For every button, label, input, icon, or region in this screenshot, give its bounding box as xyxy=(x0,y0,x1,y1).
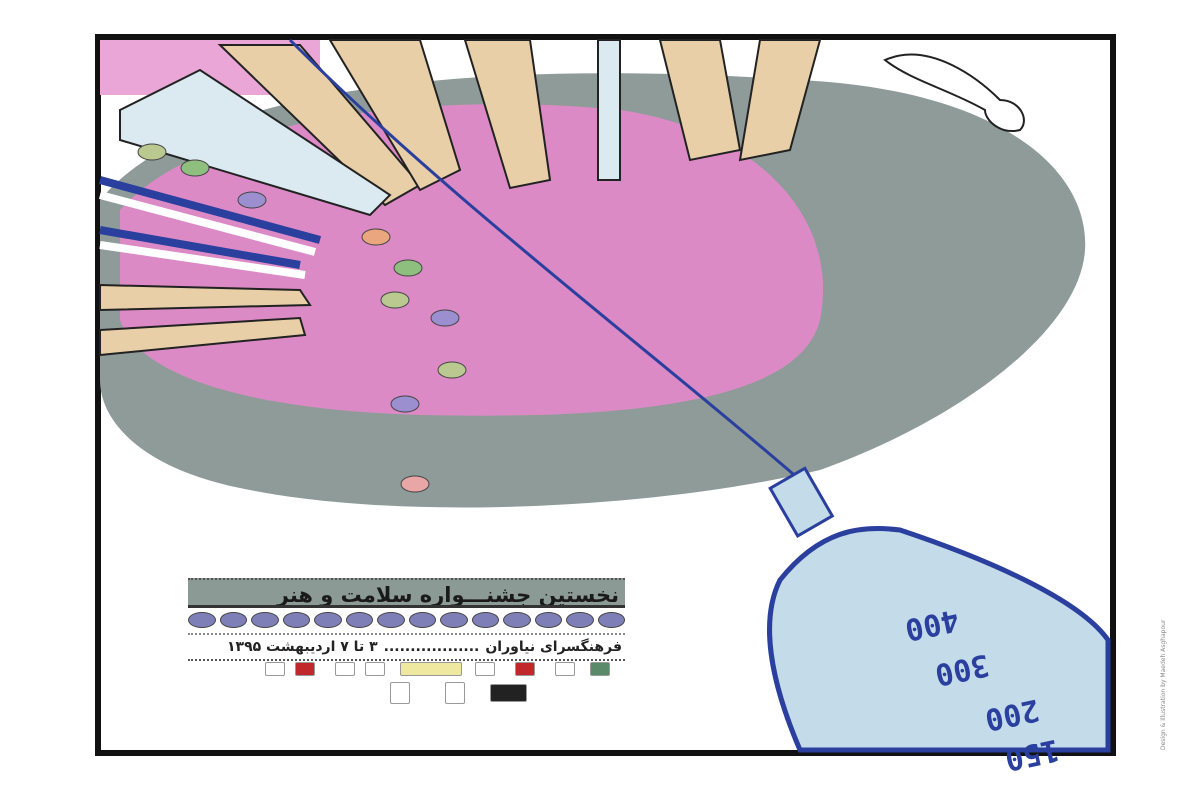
pill-icon xyxy=(377,612,405,628)
sponsor-logo xyxy=(445,682,465,704)
sponsor-logo xyxy=(400,662,462,676)
sponsor-logo xyxy=(515,662,535,676)
pill-icon xyxy=(503,612,531,628)
pill-icon xyxy=(314,612,342,628)
pill-icon xyxy=(188,612,216,628)
pill-icon xyxy=(471,612,499,628)
pill-icon xyxy=(408,612,436,628)
pill-icon xyxy=(251,612,279,628)
sponsor-logo xyxy=(475,662,495,676)
pill-icon xyxy=(282,612,310,628)
sponsor-logo xyxy=(365,662,385,676)
sponsor-logo xyxy=(265,662,285,676)
pill-icon xyxy=(566,612,594,628)
syringe-needle-top xyxy=(597,39,621,181)
sponsor-logo xyxy=(335,662,355,676)
cat-icon xyxy=(883,53,1025,132)
event-info: فرهنگسرای نیاوران..................۳ تا … xyxy=(188,633,625,661)
sponsor-logo xyxy=(490,684,527,702)
syringe xyxy=(767,466,1111,753)
pill-icon xyxy=(440,612,468,628)
sponsor-logo xyxy=(390,682,410,704)
venue: فرهنگسرای نیاوران xyxy=(485,639,622,655)
pills xyxy=(137,143,467,493)
striped-socks xyxy=(98,176,322,279)
festival-title: نخستین جشنـــواره سلامت و هنر xyxy=(188,578,625,608)
striped-leg-white xyxy=(119,68,392,217)
sponsor-logo xyxy=(295,662,315,676)
pill-row xyxy=(188,612,625,630)
pill-icon xyxy=(597,612,625,628)
blue-thread xyxy=(288,38,801,482)
pill-icon xyxy=(345,612,373,628)
pill-icon xyxy=(219,612,247,628)
event-dates: ۳ تا ۷ اردیبهشت ۱۳۹۵ xyxy=(227,639,378,655)
pill-icon xyxy=(534,612,562,628)
designer-credit: Design & Illustration by Maedeh Asghapou… xyxy=(1160,619,1167,750)
feet xyxy=(99,39,822,357)
sponsor-logo xyxy=(555,662,575,676)
sponsor-logo xyxy=(590,662,610,676)
